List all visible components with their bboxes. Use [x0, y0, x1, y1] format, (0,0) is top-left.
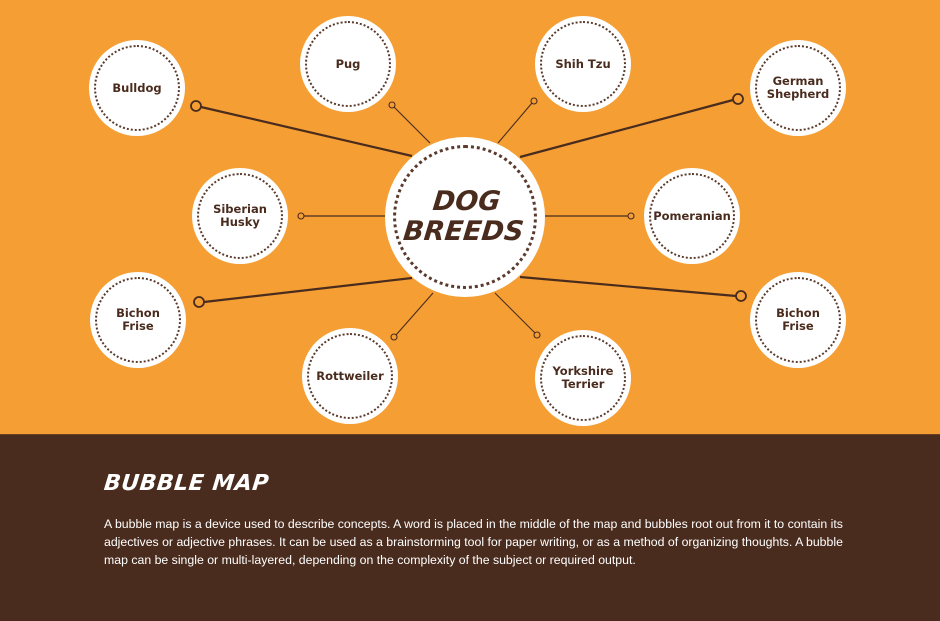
bubble-label: Siberian Husky: [213, 202, 267, 229]
connector-end-rottweiler: [390, 333, 398, 341]
connector-end-siberian-husky: [297, 212, 305, 220]
bubble-label: Rottweiler: [316, 368, 384, 383]
dotted-ring: [307, 333, 393, 419]
dotted-ring: [94, 45, 180, 131]
connector-end-pug: [388, 101, 396, 109]
bubble-bichon-frise-left: Bichon Frise: [90, 272, 186, 368]
center-bubble: DOG BREEDS: [385, 137, 545, 297]
connector-end-bichon-frise-left: [193, 296, 205, 308]
connector-end-shih-tzu: [530, 97, 538, 105]
connector-end-bulldog: [190, 100, 202, 112]
dotted-ring: [540, 335, 626, 421]
connector-bichon-frise-right: [519, 275, 737, 298]
section-description: A bubble map is a device used to describ…: [104, 517, 843, 567]
dotted-ring: [540, 21, 626, 107]
section-title: BUBBLE MAP: [102, 471, 271, 496]
connector-yorkshire-terrier: [494, 292, 536, 334]
bubble-pomeranian: Pomeranian: [644, 168, 740, 264]
bubble-bulldog: Bulldog: [89, 40, 185, 136]
connector-rottweiler: [395, 292, 434, 336]
connector-bulldog: [200, 105, 413, 158]
dotted-ring: [755, 45, 841, 131]
bubble-label: Shih Tzu: [555, 56, 611, 71]
bubble-shih-tzu: Shih Tzu: [535, 16, 631, 112]
dotted-ring: [197, 173, 283, 259]
bubble-siberian-husky: Siberian Husky: [192, 168, 288, 264]
bubble-yorkshire-terrier: Yorkshire Terrier: [535, 330, 631, 426]
bubble-rottweiler: Rottweiler: [302, 328, 398, 424]
bubble-map-diagram: DOG BREEDS Bulldog Pug Shih Tzu German S…: [0, 0, 940, 434]
bubble-label: Pomeranian: [653, 208, 731, 223]
connector-end-yorkshire-terrier: [533, 331, 541, 339]
bubble-label: Bichon Frise: [116, 306, 160, 333]
connector-pug: [393, 106, 431, 144]
bubble-label: Bulldog: [112, 80, 162, 95]
center-title: DOG BREEDS: [401, 186, 526, 247]
bubble-pug: Pug: [300, 16, 396, 112]
connector-bichon-frise-left: [203, 276, 413, 304]
connectors: [190, 93, 747, 341]
description-section: BUBBLE MAP A bubble map is a device used…: [0, 434, 940, 621]
bubble-label: Bichon Frise: [776, 306, 820, 333]
connector-german-shepherd: [519, 98, 734, 159]
connector-shih-tzu: [497, 102, 533, 144]
connector-end-pomeranian: [627, 212, 635, 220]
bubble-label: Yorkshire Terrier: [552, 364, 614, 391]
connector-end-bichon-frise-right: [735, 290, 747, 302]
center-dotted-ring: [393, 145, 537, 289]
bubble-label: German Shepherd: [766, 74, 830, 101]
dotted-ring: [649, 173, 735, 259]
bubble-bichon-frise-right: Bichon Frise: [750, 272, 846, 368]
dotted-ring: [305, 21, 391, 107]
connector-end-german-shepherd: [732, 93, 744, 105]
dotted-ring: [95, 277, 181, 363]
bubble-label: Pug: [335, 56, 361, 71]
dotted-ring: [755, 277, 841, 363]
bubble-german-shepherd: German Shepherd: [750, 40, 846, 136]
